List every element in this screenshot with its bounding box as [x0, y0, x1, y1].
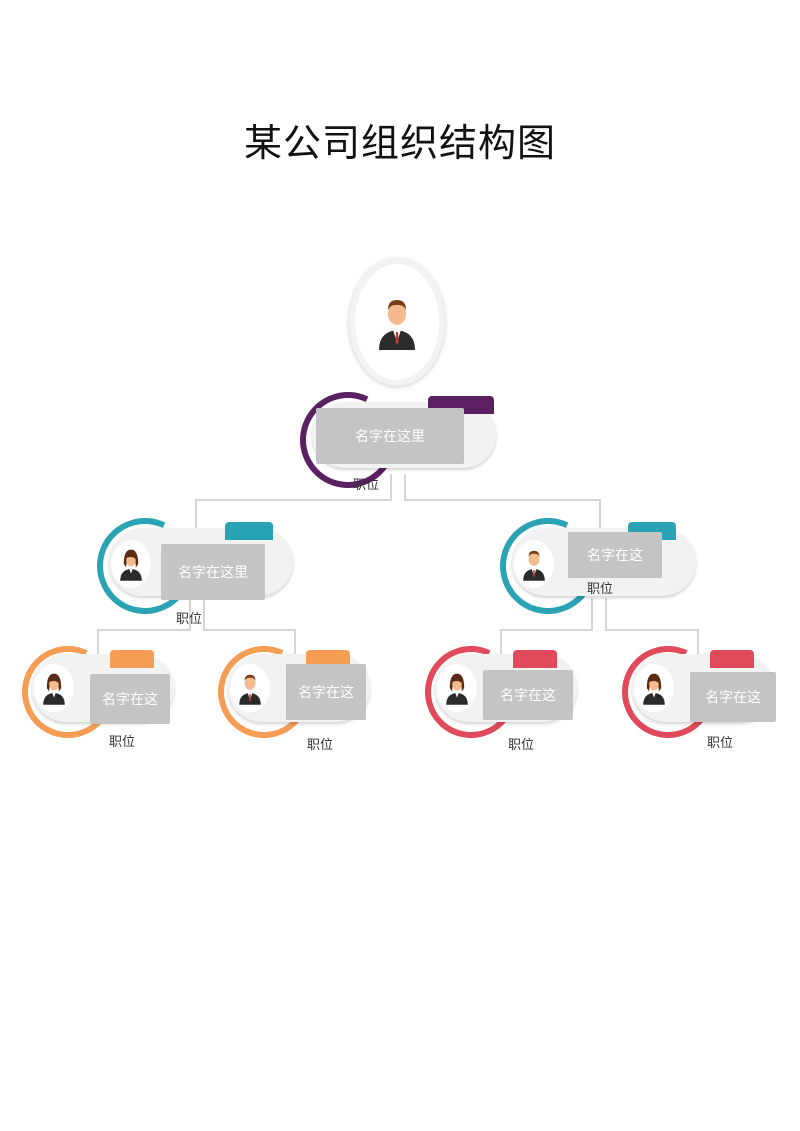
node-name: 名字在这里 — [316, 408, 464, 464]
node-role: 职位 — [306, 738, 333, 753]
org-node-level2-left[interactable]: 名字在这里 职位 — [83, 504, 293, 628]
node-name: 名字在这 — [690, 672, 776, 722]
female-avatar-icon — [43, 673, 65, 705]
female-avatar-icon — [446, 673, 468, 705]
node-name: 名字在这 — [90, 674, 170, 724]
female-avatar-icon — [120, 549, 142, 581]
node-role: 职位 — [706, 736, 733, 751]
node-role: 职位 — [507, 738, 534, 753]
node-name: 名字在这 — [483, 670, 573, 720]
female-avatar-icon — [643, 673, 665, 705]
org-node-level3-1[interactable]: 名字在这 职位 — [9, 633, 174, 751]
male-avatar-icon — [379, 300, 415, 350]
node-name: 名字在这 — [286, 664, 366, 720]
org-node-level3-2[interactable]: 名字在这 职位 — [205, 633, 370, 753]
node-role: 职位 — [175, 612, 202, 627]
node-role: 职位 — [352, 478, 379, 493]
org-node-top[interactable]: 名字在这里 职位 — [286, 378, 496, 502]
ceo-photo-frame — [349, 258, 445, 386]
node-name: 名字在这 — [568, 532, 662, 578]
node-name: 名字在这里 — [161, 544, 265, 600]
male-avatar-icon — [239, 674, 261, 705]
org-node-level3-4[interactable]: 名字在这 职位 — [609, 633, 776, 751]
page-title: 某公司组织结构图 — [243, 121, 556, 165]
org-node-level3-3[interactable]: 名字在这 职位 — [412, 633, 577, 753]
org-node-level2-right[interactable]: 名字在这 职位 — [486, 504, 696, 628]
node-role: 职位 — [586, 582, 613, 597]
node-role: 职位 — [108, 735, 135, 750]
male-avatar-icon — [523, 550, 545, 581]
